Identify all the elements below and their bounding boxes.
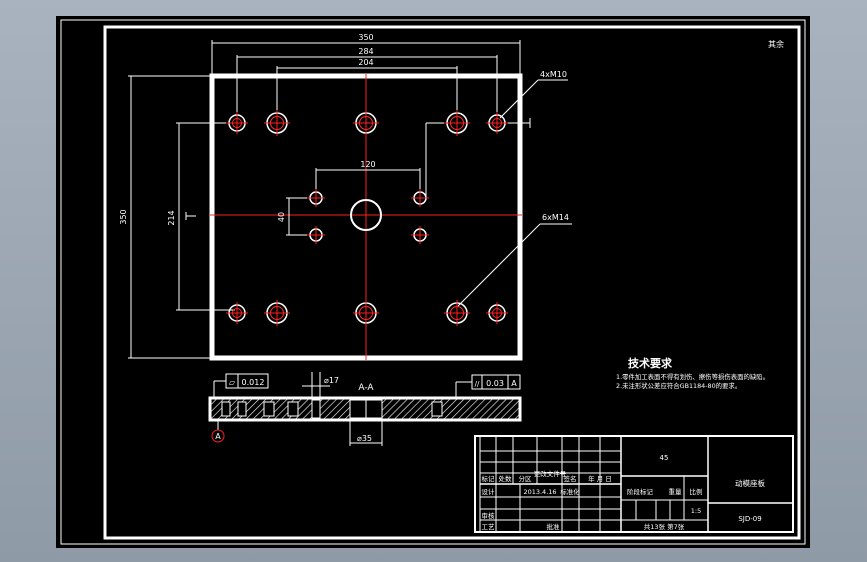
tolerance-right-symbol: // xyxy=(475,380,480,388)
hole-3 xyxy=(353,110,379,136)
central-bore xyxy=(350,199,382,231)
inner-dimensions xyxy=(286,118,531,236)
tolerance-frame-left xyxy=(213,373,269,398)
tolerance-frame-right xyxy=(455,374,521,398)
hole-7 xyxy=(264,300,290,326)
svg-text:审核: 审核 xyxy=(482,511,496,520)
hole-10 xyxy=(486,302,508,324)
hole-13 xyxy=(307,226,325,244)
svg-text:工艺: 工艺 xyxy=(482,523,496,531)
svg-text:更改文件号: 更改文件号 xyxy=(534,469,567,478)
svg-text:阶段标记: 阶段标记 xyxy=(627,487,654,496)
svg-text:分区: 分区 xyxy=(519,474,533,483)
title-block-text: 标记 处数 分区 更改文件号 签名 年 月 日 设计 2013.4.16 标准化… xyxy=(482,454,766,531)
hole-12 xyxy=(411,189,429,207)
tolerance-right-value: 0.03 xyxy=(486,379,504,388)
dim-214: 214 xyxy=(167,210,176,225)
drawing-canvas xyxy=(56,16,810,548)
dim-284: 284 xyxy=(358,47,373,56)
section-view xyxy=(208,396,522,422)
svg-text:比例: 比例 xyxy=(690,487,703,496)
svg-text:SJD-09: SJD-09 xyxy=(738,515,761,523)
notes-heading: 技术要求 xyxy=(628,356,673,370)
callout-4xm10: 4xM10 xyxy=(540,70,567,79)
svg-text:共13张 第7张: 共13张 第7张 xyxy=(644,522,685,531)
svg-text:45: 45 xyxy=(660,454,669,462)
callout-6xm14: 6xM14 xyxy=(542,213,569,222)
svg-text:批准: 批准 xyxy=(547,522,561,531)
dim-350-top: 350 xyxy=(358,33,373,42)
dim-17-lines xyxy=(302,372,330,398)
hole-group xyxy=(226,110,508,326)
corner-mark: 其余 xyxy=(768,39,784,49)
svg-text:1:5: 1:5 xyxy=(691,507,701,515)
svg-text:设计: 设计 xyxy=(482,487,496,496)
dim-350-left: 350 xyxy=(119,209,128,224)
datum-marker: A xyxy=(211,419,225,443)
section-label: A-A xyxy=(358,383,374,393)
dim-40: 40 xyxy=(277,212,286,222)
svg-text:标记: 标记 xyxy=(482,474,496,483)
svg-text:A: A xyxy=(215,432,221,441)
hole-9 xyxy=(444,300,470,326)
notes-line-2: 2.未注形状公差应符合GB1184-80的要求。 xyxy=(616,381,741,390)
notes-line-1: 1.零件加工表面不得有划伤、擦伤等损伤表面的缺陷。 xyxy=(616,372,769,381)
dim-35-lines xyxy=(349,420,383,446)
dim-120: 120 xyxy=(360,160,375,169)
dim-17: ⌀17 xyxy=(324,376,339,385)
tolerance-left-symbol: ▱ xyxy=(229,378,236,387)
svg-text:标准化: 标准化 xyxy=(560,487,580,496)
tolerance-right-datum: A xyxy=(511,379,517,388)
dim-204: 204 xyxy=(358,58,373,67)
inner-frame xyxy=(103,25,801,540)
callout-leaders xyxy=(457,79,572,307)
hole-11 xyxy=(307,189,325,207)
top-dimensions xyxy=(211,40,521,118)
svg-text:年 月 日: 年 月 日 xyxy=(588,474,612,483)
outer-frame xyxy=(60,19,806,545)
hole-1 xyxy=(226,112,248,134)
left-dimensions xyxy=(128,75,235,359)
dim-35: ⌀35 xyxy=(357,434,372,443)
hole-14 xyxy=(411,226,429,244)
svg-text:签名: 签名 xyxy=(564,474,577,483)
hole-4 xyxy=(444,110,470,136)
hole-8 xyxy=(353,300,379,326)
hole-5 xyxy=(486,112,508,134)
svg-text:2013.4.16: 2013.4.16 xyxy=(523,488,556,496)
tolerance-left-value: 0.012 xyxy=(242,378,265,387)
svg-text:重量: 重量 xyxy=(669,488,683,496)
title-block xyxy=(474,435,794,533)
svg-text:动模座板: 动模座板 xyxy=(735,478,765,488)
hole-2 xyxy=(264,110,290,136)
svg-text:处数: 处数 xyxy=(499,474,513,483)
hole-6 xyxy=(226,302,248,324)
